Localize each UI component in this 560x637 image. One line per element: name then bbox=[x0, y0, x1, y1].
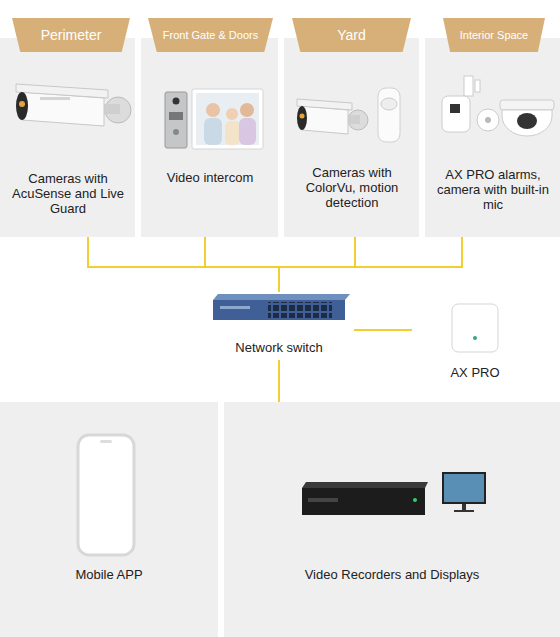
connector-path bbox=[354, 329, 412, 331]
zone-tab: Yard bbox=[292, 18, 411, 52]
connector-path bbox=[279, 237, 462, 292]
node-label: AX PRO bbox=[417, 365, 533, 380]
zone-tab: Interior Space bbox=[443, 18, 545, 52]
connector-path bbox=[278, 360, 280, 402]
output-panel: Video Recorders and Displays bbox=[224, 402, 560, 637]
alarm-devices bbox=[442, 76, 554, 136]
zone-panel: PerimeterCameras with AcuSense and Live … bbox=[0, 18, 135, 237]
connector-line bbox=[279, 237, 462, 292]
output-panel: Mobile APP bbox=[0, 402, 218, 637]
connector-line bbox=[354, 330, 412, 331]
connector-line bbox=[88, 237, 279, 292]
zone-panel: YardCameras with ColorVu, motion detecti… bbox=[284, 18, 419, 237]
connector-path bbox=[279, 237, 355, 292]
zone-tab: Perimeter bbox=[12, 18, 130, 52]
device-node: AX PRO bbox=[412, 298, 538, 384]
connector-path bbox=[205, 237, 279, 292]
connector-line bbox=[279, 237, 355, 292]
device-node: Network switch bbox=[204, 292, 354, 360]
phone-icon bbox=[78, 435, 134, 555]
node-label: Cameras with AcuSense and Live Guard bbox=[8, 171, 128, 216]
zone-tab: Front Gate & Doors bbox=[148, 18, 273, 52]
colorvu-camera bbox=[297, 88, 400, 142]
video-intercom bbox=[165, 89, 263, 149]
recorder-and-display bbox=[302, 472, 486, 515]
ax-pro-hub-icon bbox=[452, 304, 498, 352]
node-label: Video intercom bbox=[150, 170, 270, 185]
connector-line bbox=[279, 360, 280, 402]
network-switch-icon bbox=[213, 294, 350, 320]
panel-ground bbox=[224, 402, 560, 637]
connector-line bbox=[205, 237, 279, 292]
node-label: Mobile APP bbox=[9, 567, 209, 582]
node-label: Network switch bbox=[209, 340, 349, 355]
connector-path bbox=[88, 237, 279, 292]
zone-panel: Interior Space AX PRO alarms, camera with… bbox=[425, 18, 560, 237]
node-label: AX PRO alarms, camera with built-in mic bbox=[432, 167, 554, 212]
node-label: Cameras with ColorVu, motion detection bbox=[292, 165, 412, 210]
node-label: Video Recorders and Displays bbox=[242, 567, 542, 582]
bullet-camera bbox=[16, 84, 131, 126]
zone-panel: Front Gate & DoorsVideo intercom bbox=[141, 18, 278, 237]
